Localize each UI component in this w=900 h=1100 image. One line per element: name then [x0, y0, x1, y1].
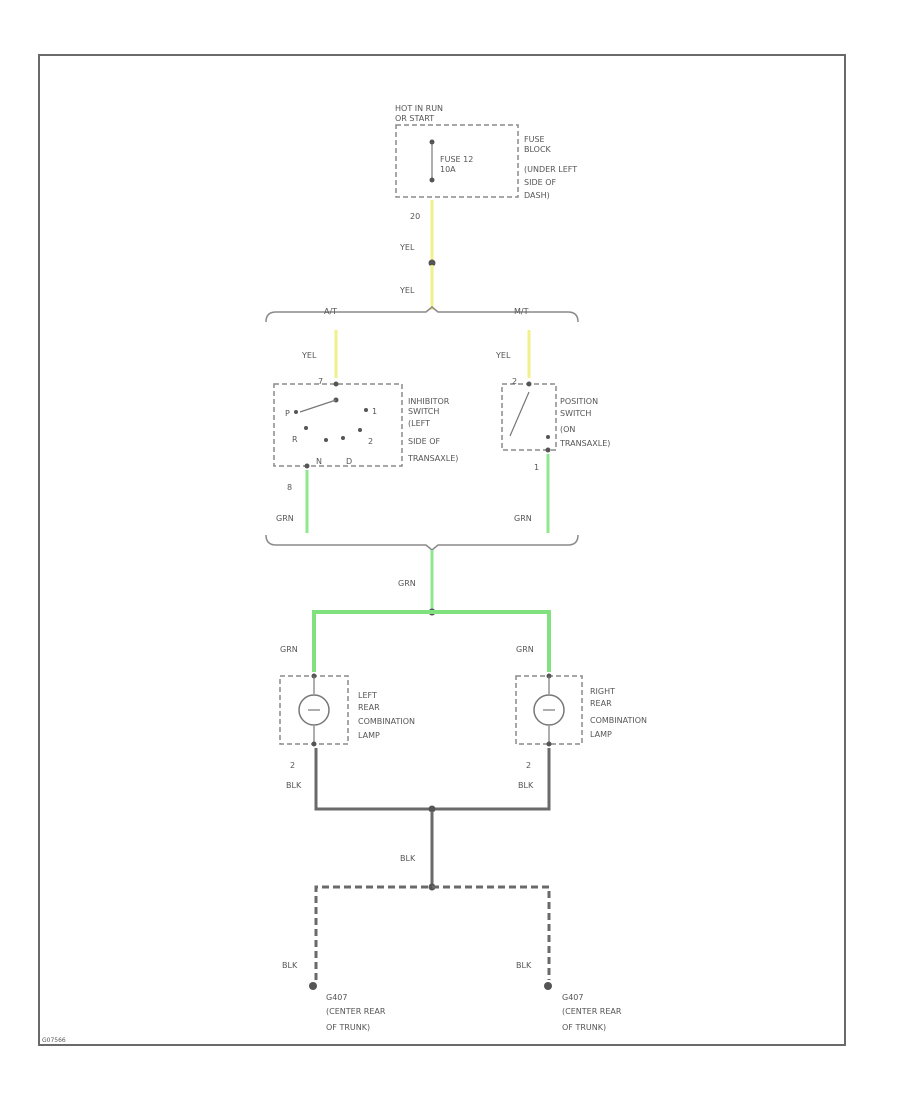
- inhibitor-label-5: TRANSAXLE): [407, 454, 458, 463]
- left-lamp-label-4: LAMP: [358, 731, 380, 740]
- wire-label-blk-ground-right: BLK: [516, 961, 532, 970]
- right-lamp-label-1: RIGHT: [590, 687, 615, 696]
- inhibitor-contact-r: [304, 426, 308, 430]
- variant-label-mt: M/T: [514, 307, 529, 316]
- wire-label-grn-inhibitor: GRN: [276, 514, 294, 523]
- left-lamp-label-2: REAR: [358, 703, 380, 712]
- right-lamp-terminal-bottom: [546, 741, 552, 747]
- position-label-4: TRANSAXLE): [559, 439, 610, 448]
- position-label-2: SWITCH: [560, 409, 591, 418]
- wire-label-blk-right: BLK: [518, 781, 534, 790]
- inhibitor-pos-1: 1: [372, 407, 377, 416]
- inhibitor-pos-p: P: [285, 409, 290, 418]
- position-terminal-top: [526, 381, 532, 387]
- left-rear-combination-lamp: LEFT REAR COMBINATION LAMP: [279, 673, 415, 747]
- inhibitor-pos-d: D: [346, 457, 352, 466]
- fuse-terminal-top: [429, 139, 435, 145]
- inhibitor-pin-label: 8: [287, 483, 292, 492]
- right-rear-combination-lamp: RIGHT REAR COMBINATION LAMP: [515, 673, 647, 747]
- fuse-terminal-bottom: [429, 177, 435, 183]
- inhibitor-terminal-bottom: [304, 463, 310, 469]
- ground-right-label-1: G407: [562, 993, 583, 1002]
- ground-left-label-1: G407: [326, 993, 347, 1002]
- wire-grn-split: [312, 610, 551, 672]
- inhibitor-label-1: INHIBITOR: [408, 397, 450, 406]
- fuse-location-5: DASH): [524, 191, 550, 200]
- inhibitor-pos-2: 2: [368, 437, 373, 446]
- inhibitor-contact-n: [324, 438, 328, 442]
- position-label-1: POSITION: [560, 397, 598, 406]
- fuse-block-outline: [395, 124, 519, 198]
- splice-yel: [428, 259, 436, 267]
- wire-label-blk-left: BLK: [286, 781, 302, 790]
- wire-label-blk-main: BLK: [400, 854, 416, 863]
- wire-label-yel-at: YEL: [301, 351, 317, 360]
- position-contact-point: [546, 435, 550, 439]
- wire-label-yel-lower: YEL: [399, 286, 415, 295]
- inhibitor-label-4: SIDE OF: [408, 437, 440, 446]
- ground-left-icon: [309, 982, 317, 990]
- wire-label-grn-right-lamp: GRN: [516, 645, 534, 654]
- right-lamp-pin-label: 2: [526, 761, 531, 770]
- left-lamp-terminal-bottom: [311, 741, 317, 747]
- fuse-location-4: SIDE OF: [524, 178, 556, 187]
- fuse-location-2: BLOCK: [524, 145, 552, 154]
- inhibitor-terminal-top: [333, 381, 339, 387]
- fuse-block: HOT IN RUN OR START FUSE 12 10A FUSE BLO…: [395, 104, 577, 200]
- fuse-label-2: 10A: [440, 165, 456, 174]
- wire-label-yel-mt: YEL: [495, 351, 511, 360]
- inhibitor-wiper: [299, 399, 337, 413]
- position-contact: [509, 391, 530, 437]
- inhibitor-contact-1: [364, 408, 368, 412]
- fuse-location-3: (UNDER LEFT: [524, 165, 577, 174]
- wire-label-grn-main: GRN: [398, 579, 416, 588]
- fuse-power-label-1: HOT IN RUN: [395, 104, 443, 113]
- inhibitor-terminal-top-label: 7: [318, 377, 323, 386]
- fuse-location-1: FUSE: [524, 135, 545, 144]
- inhibitor-pos-n: N: [316, 457, 322, 466]
- variant-label-at: A/T: [324, 307, 337, 316]
- ground-right-icon: [544, 982, 552, 990]
- fuse-label-1: FUSE 12: [440, 155, 473, 164]
- inhibitor-contact-d: [341, 436, 345, 440]
- right-lamp-label-3: COMBINATION: [590, 716, 647, 725]
- splice-blk: [428, 805, 436, 813]
- option-bracket-top: [265, 306, 579, 323]
- figure-id: G07566: [42, 1037, 66, 1044]
- diagram-frame: [38, 54, 846, 1046]
- wire-label-yel-upper: YEL: [399, 243, 415, 252]
- ground-right-label-2: (CENTER REAR: [562, 1007, 622, 1016]
- wire-label-grn-position: GRN: [514, 514, 532, 523]
- inhibitor-pos-r: R: [292, 435, 298, 444]
- position-label-3: (ON: [560, 425, 575, 434]
- inhibitor-label-2: SWITCH: [408, 407, 439, 416]
- ground-bus-dashed: [314, 885, 551, 980]
- ground-right: G407 (CENTER REAR OF TRUNK): [544, 982, 622, 1032]
- ground-left-label-2: (CENTER REAR: [326, 1007, 386, 1016]
- position-terminal-bottom-label: 1: [534, 463, 539, 472]
- ground-left: G407 (CENTER REAR OF TRUNK): [309, 982, 386, 1032]
- right-lamp-label-2: REAR: [590, 699, 612, 708]
- inhibitor-switch: 7 P 1 R 2 N D INHIBITOR SWITCH (LEFT SID…: [273, 377, 458, 469]
- left-lamp-label-1: LEFT: [358, 691, 377, 700]
- ground-left-label-3: OF TRUNK): [326, 1023, 370, 1032]
- left-lamp-label-3: COMBINATION: [358, 717, 415, 726]
- ground-right-label-3: OF TRUNK): [562, 1023, 606, 1032]
- fuse-power-label-2: OR START: [395, 114, 434, 123]
- left-lamp-pin-label: 2: [290, 761, 295, 770]
- inhibitor-contact-p: [294, 410, 298, 414]
- right-lamp-label-4: LAMP: [590, 730, 612, 739]
- wire-label-blk-ground-left: BLK: [282, 961, 298, 970]
- inhibitor-label-3: (LEFT: [408, 419, 430, 428]
- position-switch: 2 1 POSITION SWITCH (ON TRANSAXLE): [501, 377, 610, 472]
- position-terminal-bottom: [545, 447, 551, 453]
- wire-label-grn-left-lamp: GRN: [280, 645, 298, 654]
- inhibitor-contact-2: [358, 428, 362, 432]
- fuse-pin-label: 20: [410, 212, 420, 221]
- position-terminal-top-label: 2: [512, 377, 517, 386]
